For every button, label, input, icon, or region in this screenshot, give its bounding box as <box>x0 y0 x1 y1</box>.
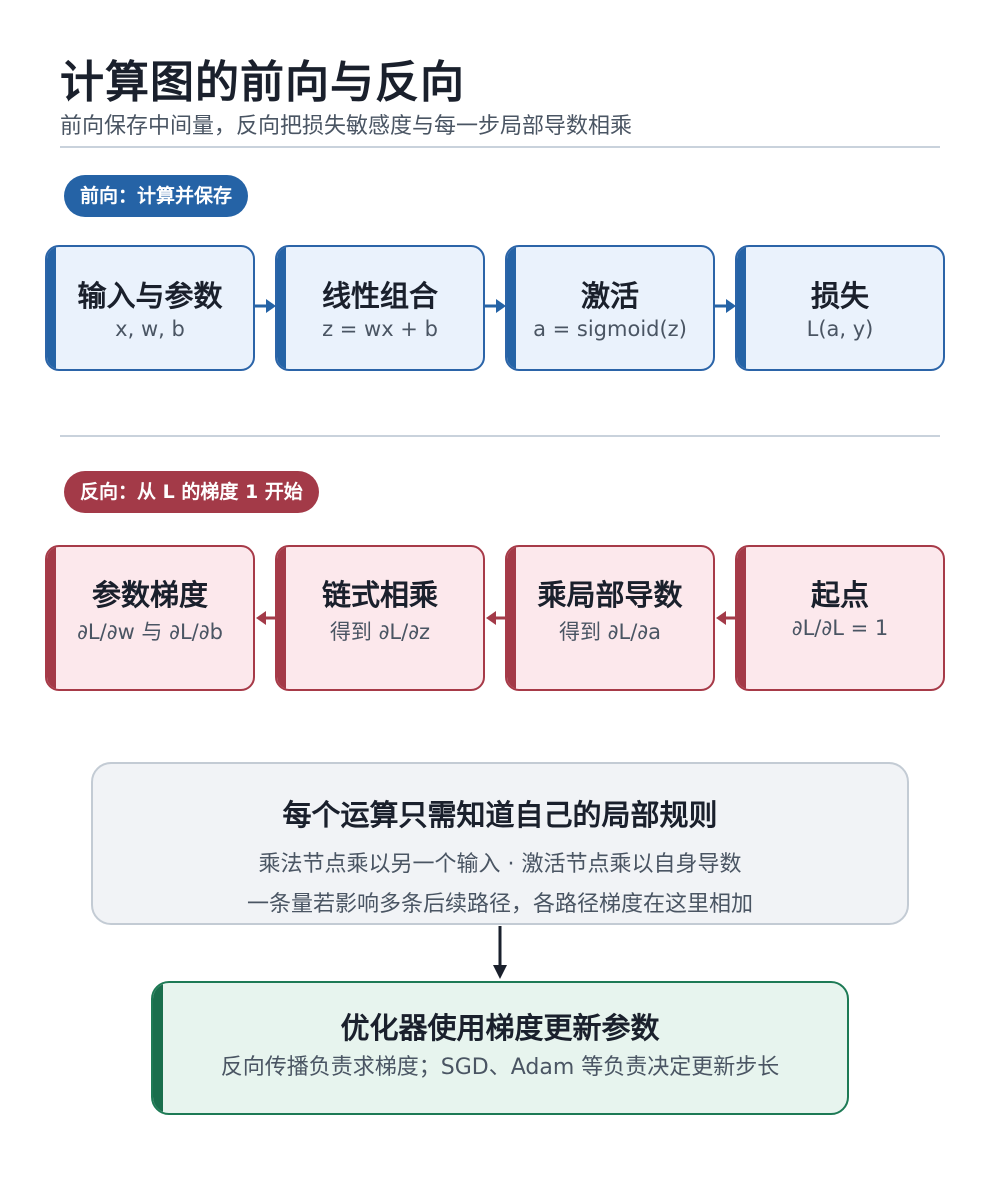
backward-arrow <box>716 611 735 625</box>
backward-node-start: 起点 ∂L/∂L = 1 <box>735 545 945 691</box>
backward-node-chain-rule: 链式相乘 得到 ∂L/∂z <box>275 545 485 691</box>
title-divider <box>60 146 940 148</box>
backward-node-local-derivative: 乘局部导数 得到 ∂L/∂a <box>505 545 715 691</box>
optimizer-box: 优化器使用梯度更新参数 反向传播负责求梯度；SGD、Adam 等负责决定更新步长 <box>151 981 849 1115</box>
forward-node-inputs: 输入与参数 x, w, b <box>45 245 255 371</box>
node-formula: ∂L/∂L = 1 <box>791 616 889 640</box>
forward-arrow <box>255 299 276 313</box>
forward-arrow <box>485 299 506 313</box>
node-title: 乘局部导数 <box>537 578 683 612</box>
forward-arrow <box>715 299 736 313</box>
backward-node-param-grad: 参数梯度 ∂L/∂w 与 ∂L/∂b <box>45 545 255 691</box>
local-rule-summary-box: 每个运算只需知道自己的局部规则 乘法节点乘以另一个输入 · 激活节点乘以自身导数… <box>91 762 909 925</box>
node-formula: z = wx + b <box>322 317 438 341</box>
optimizer-description: 反向传播负责求梯度；SGD、Adam 等负责决定更新步长 <box>220 1055 780 1080</box>
node-formula: a = sigmoid(z) <box>533 317 687 341</box>
summary-title: 每个运算只需知道自己的局部规则 <box>282 798 718 832</box>
section-divider <box>60 435 940 437</box>
node-formula: x, w, b <box>115 317 185 341</box>
forward-section-label: 前向：计算并保存 <box>64 175 249 217</box>
node-title: 激活 <box>580 279 639 313</box>
forward-node-linear: 线性组合 z = wx + b <box>275 245 485 371</box>
optimizer-title: 优化器使用梯度更新参数 <box>340 1011 660 1045</box>
node-formula: L(a, y) <box>806 317 874 341</box>
node-title: 线性组合 <box>321 279 438 313</box>
forward-node-activation: 激活 a = sigmoid(z) <box>505 245 715 371</box>
node-formula: ∂L/∂w 与 ∂L/∂b <box>77 620 223 644</box>
page-subtitle: 前向保存中间量，反向把损失敏感度与每一步局部导数相乘 <box>60 114 633 139</box>
node-title: 链式相乘 <box>321 578 438 612</box>
node-formula: 得到 ∂L/∂z <box>329 620 431 644</box>
forward-node-loss: 损失 L(a, y) <box>735 245 945 371</box>
summary-to-optimizer-arrow <box>493 926 507 979</box>
summary-line: 一条量若影响多条后续路径，各路径梯度在这里相加 <box>246 892 753 917</box>
node-title: 参数梯度 <box>91 578 208 612</box>
node-title: 损失 <box>810 279 869 313</box>
summary-line: 乘法节点乘以另一个输入 · 激活节点乘以自身导数 <box>258 852 742 877</box>
page-title: 计算图的前向与反向 <box>60 57 465 108</box>
node-formula: 得到 ∂L/∂a <box>558 620 662 644</box>
backward-arrow <box>486 611 505 625</box>
node-title: 输入与参数 <box>77 279 223 313</box>
backward-arrow <box>256 611 275 625</box>
node-title: 起点 <box>810 578 869 612</box>
backward-section-label: 反向：从 L 的梯度 1 开始 <box>64 471 319 513</box>
